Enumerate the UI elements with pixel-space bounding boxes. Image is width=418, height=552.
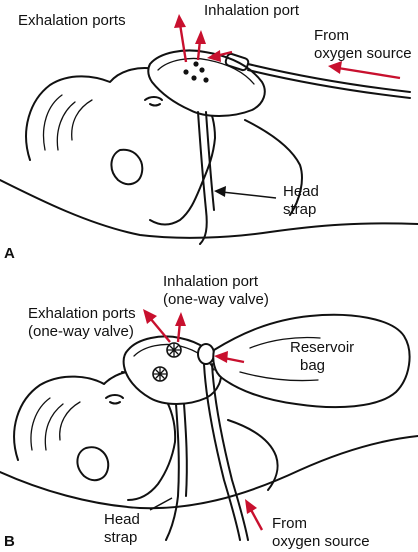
leader-strap-b bbox=[149, 497, 173, 511]
panel-b: Inhalation port (one-way valve) Exhalati… bbox=[0, 273, 418, 550]
hair-a bbox=[25, 67, 161, 161]
panel-letter-a: A bbox=[4, 245, 15, 262]
oxygen-tubing-b bbox=[203, 363, 241, 541]
oxygen-tubing-b-inner bbox=[211, 363, 249, 541]
label-source-b-line2: oxygen source bbox=[272, 533, 370, 550]
label-reservoir-b-line2: bag bbox=[300, 357, 325, 374]
panel-a: Exhalation ports Inhalation port From ox… bbox=[0, 2, 418, 262]
oxygen-tubing-a-inner bbox=[247, 69, 411, 99]
shoulder-b bbox=[227, 419, 279, 491]
arrow-source-b bbox=[245, 499, 264, 531]
exhalation-valve-b-2 bbox=[152, 366, 168, 382]
exhalation-ports-a bbox=[183, 61, 209, 83]
reservoir-bag-fold-b bbox=[239, 336, 321, 382]
head-strap-a-inner bbox=[205, 111, 215, 211]
label-strap-b-line1: Head bbox=[104, 511, 140, 528]
label-source-a-line2: oxygen source bbox=[314, 45, 412, 62]
label-source-a-line1: From bbox=[314, 27, 349, 44]
hair-strands-a bbox=[42, 94, 93, 151]
reservoir-bag-b bbox=[212, 313, 411, 409]
oxygen-tubing-a bbox=[247, 63, 411, 93]
panel-letter-b: B bbox=[4, 533, 15, 550]
exhalation-valve-b-1 bbox=[166, 342, 182, 358]
label-reservoir-b-line1: Reservoir bbox=[290, 339, 354, 356]
inhalation-valve-b bbox=[197, 343, 215, 365]
label-strap-a-line1: Head bbox=[283, 183, 319, 200]
label-inhalation-port-a: Inhalation port bbox=[204, 2, 300, 19]
eye-b bbox=[105, 394, 124, 405]
arrow-exhale-b-1 bbox=[143, 309, 171, 343]
arrow-exhale-a-2 bbox=[195, 30, 206, 61]
head-strap-a bbox=[197, 111, 208, 245]
head-strap-b-inner bbox=[183, 403, 188, 497]
arrow-exhale-b-2 bbox=[175, 312, 186, 343]
inhalation-port-a bbox=[224, 52, 250, 72]
label-source-b-line1: From bbox=[272, 515, 307, 532]
label-inhalation-b-line1: Inhalation port bbox=[163, 273, 259, 290]
label-inhalation-b-line2: (one-way valve) bbox=[163, 291, 269, 308]
label-strap-b-line2: strap bbox=[104, 529, 137, 546]
arrow-inhale-b bbox=[214, 351, 245, 364]
reservoir-mask-b bbox=[122, 335, 223, 405]
eye-a bbox=[144, 96, 163, 107]
hair-strands-b bbox=[30, 397, 81, 451]
label-exhalation-b-line2: (one-way valve) bbox=[28, 323, 134, 340]
ear-a bbox=[110, 148, 144, 186]
label-exhalation-b-line1: Exhalation ports bbox=[28, 305, 136, 322]
pillow-outline-a bbox=[0, 179, 418, 239]
label-strap-a-line2: strap bbox=[283, 201, 316, 218]
leader-strap-a bbox=[214, 186, 277, 199]
label-exhalation-ports-a: Exhalation ports bbox=[18, 12, 126, 29]
arrow-source-a bbox=[328, 61, 401, 80]
arrow-exhale-a-1 bbox=[174, 14, 188, 63]
head-strap-b bbox=[165, 403, 180, 541]
pillow-outline-b bbox=[0, 435, 418, 510]
mask-rim-a bbox=[157, 57, 255, 85]
shoulder-a bbox=[244, 119, 303, 216]
ear-b bbox=[76, 446, 110, 482]
hair-b bbox=[13, 369, 153, 461]
arrow-inhale-a bbox=[207, 50, 233, 62]
